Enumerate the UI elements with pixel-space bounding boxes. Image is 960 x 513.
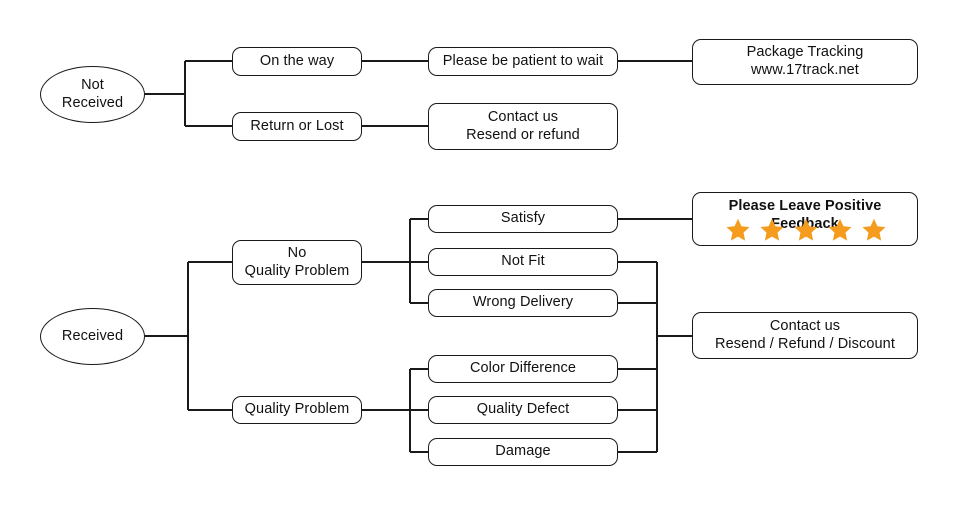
node-quality-defect-label: Quality Defect [476,401,570,418]
node-wrong-delivery[interactable]: Wrong Delivery [428,289,618,317]
star-icon [726,218,750,241]
node-quality-problem[interactable]: Quality Problem [232,396,362,424]
node-please-be-patient-label: Please be patient to wait [442,52,604,69]
node-positive-feedback[interactable]: Please Leave Positive Feedback [692,192,918,246]
node-received[interactable]: Received [40,308,145,365]
node-on-the-way-label: On the way [259,52,335,69]
node-contact-resend-refund-label: Contact us Resend or refund [466,108,580,143]
node-package-tracking-label: Package Tracking www.17track.net [746,44,864,78]
node-color-difference-label: Color Difference [469,360,577,377]
node-satisfy[interactable]: Satisfy [428,205,618,233]
star-icon [794,218,818,241]
node-not-fit-label: Not Fit [501,253,545,270]
node-damage-label: Damage [495,443,551,460]
node-damage[interactable]: Damage [428,438,618,466]
node-quality-defect[interactable]: Quality Defect [428,396,618,424]
feedback-title: Please Leave Positive Feedback [728,198,882,232]
star-icon [828,218,852,241]
node-not-fit[interactable]: Not Fit [428,248,618,276]
node-no-quality-problem-label: No Quality Problem [244,244,350,279]
node-contact-resend-refund-discount-label: Contact us Resend / Refund / Discount [715,317,895,352]
node-wrong-delivery-label: Wrong Delivery [472,294,574,311]
node-quality-problem-label: Quality Problem [244,401,350,418]
node-package-tracking[interactable]: Package Tracking www.17track.net [692,39,918,85]
node-return-or-lost[interactable]: Return or Lost [232,112,362,141]
node-contact-resend-refund-discount[interactable]: Contact us Resend / Refund / Discount [692,312,918,359]
node-contact-resend-refund[interactable]: Contact us Resend or refund [428,103,618,150]
node-on-the-way[interactable]: On the way [232,47,362,76]
node-please-be-patient[interactable]: Please be patient to wait [428,47,618,76]
node-return-or-lost-label: Return or Lost [250,117,344,134]
node-no-quality-problem[interactable]: No Quality Problem [232,240,362,285]
node-satisfy-label: Satisfy [500,210,546,227]
star-icon [862,218,886,241]
star-icon [760,218,784,241]
node-received-label: Received [61,327,124,344]
star-rating[interactable] [693,217,919,243]
node-not-received-label: Not Received [61,76,124,111]
node-color-difference[interactable]: Color Difference [428,355,618,383]
node-not-received[interactable]: Not Received [40,66,145,123]
